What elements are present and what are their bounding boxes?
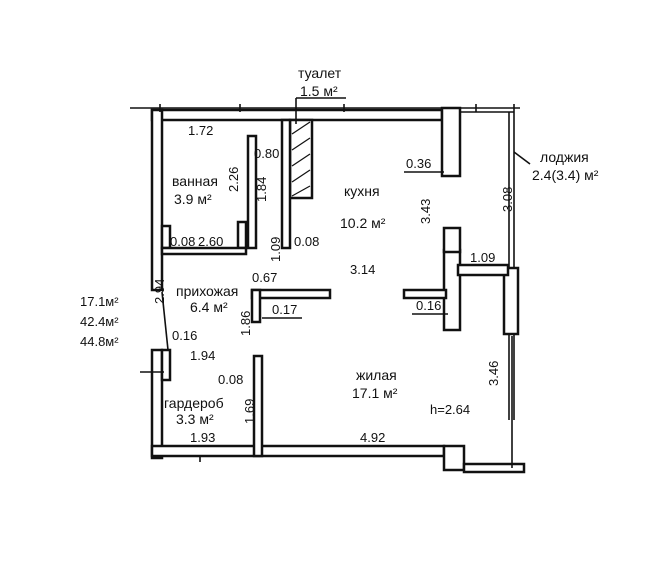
dim-4-92: 4.92 [360, 430, 385, 445]
dim-3-08: 3.08 [500, 187, 515, 212]
dim-1-94: 1.94 [190, 348, 215, 363]
dim-1-84: 1.84 [254, 177, 269, 202]
top-wall [150, 108, 444, 122]
dim-2-94: 2.94 [152, 279, 167, 304]
room-labels: туалет 1.5 м² ванная 3.9 м² кухня 10.2 м… [164, 65, 599, 427]
wardrobe-name: гардероб [164, 395, 224, 411]
dim-0-36: 0.36 [406, 156, 431, 171]
walls [130, 104, 526, 474]
dim-1-72: 1.72 [188, 123, 213, 138]
area-summary: 17.1м² 42.4м² 44.8м² [80, 294, 119, 349]
right-wall-lower [502, 266, 520, 336]
loggia-area: 2.4(3.4) м² [532, 167, 599, 183]
bottom-wall [150, 444, 446, 458]
kitchen-name: кухня [344, 183, 380, 199]
summary-useful-area: 42.4м² [80, 314, 119, 329]
dim-1-09-b: 1.09 [470, 250, 495, 265]
left-wall-upper [150, 108, 164, 292]
hall-living-wall [252, 354, 264, 458]
dim-3-14: 3.14 [350, 262, 375, 277]
hallway-area: 6.4 м² [190, 299, 228, 315]
toilet-area: 1.5 м² [300, 83, 338, 99]
dimension-labels: 1.72 0.80 2.26 1.84 0.36 3.43 3.08 0.08 … [152, 123, 515, 445]
dim-0-08-a: 0.08 [170, 234, 195, 249]
kitchen-stub-left [250, 288, 332, 300]
ventilation-duct [288, 118, 314, 200]
left-wall-lower [150, 348, 164, 460]
toilet-name: туалет [298, 65, 342, 81]
hallway-name: прихожая [176, 283, 238, 299]
living-area: 17.1 м² [352, 385, 398, 401]
bathroom-name: ванная [172, 173, 218, 189]
dim-0-17: 0.17 [272, 302, 297, 317]
bathroom-toilet-wall [246, 134, 258, 250]
dim-0-67: 0.67 [252, 270, 277, 285]
dim-0-08-c: 0.08 [218, 372, 243, 387]
dim-1-93: 1.93 [190, 430, 215, 445]
kitchen-area: 10.2 м² [340, 215, 386, 231]
dim-0-08-b: 0.08 [294, 234, 319, 249]
bathroom-area: 3.9 м² [174, 191, 212, 207]
bathroom-bottom-wall [160, 224, 172, 250]
wardrobe-area: 3.3 м² [176, 411, 214, 427]
dim-2-26: 2.26 [226, 167, 241, 192]
summary-living-area: 17.1м² [80, 294, 119, 309]
living-name: жилая [356, 367, 397, 383]
dim-1-09-a: 1.09 [268, 237, 283, 262]
dim-0-16-b: 0.16 [416, 298, 441, 313]
kitchen-column [440, 106, 462, 178]
dim-2-60: 2.60 [198, 234, 223, 249]
dim-0-80: 0.80 [254, 146, 279, 161]
dim-1-69: 1.69 [242, 399, 257, 424]
dim-3-43: 3.43 [418, 199, 433, 224]
toilet-left-wall [280, 118, 292, 250]
wardrobe-top-wall [160, 348, 172, 382]
dim-0-16-a: 0.16 [172, 328, 197, 343]
summary-total-area: 44.8м² [80, 334, 119, 349]
ceiling-height: h=2.64 [430, 402, 470, 417]
loggia-name: лоджия [540, 149, 589, 165]
dim-1-86: 1.86 [238, 311, 253, 336]
dim-3-46: 3.46 [486, 361, 501, 386]
bottom-right-notch [442, 444, 466, 472]
kitchen-stub-right [402, 288, 448, 300]
